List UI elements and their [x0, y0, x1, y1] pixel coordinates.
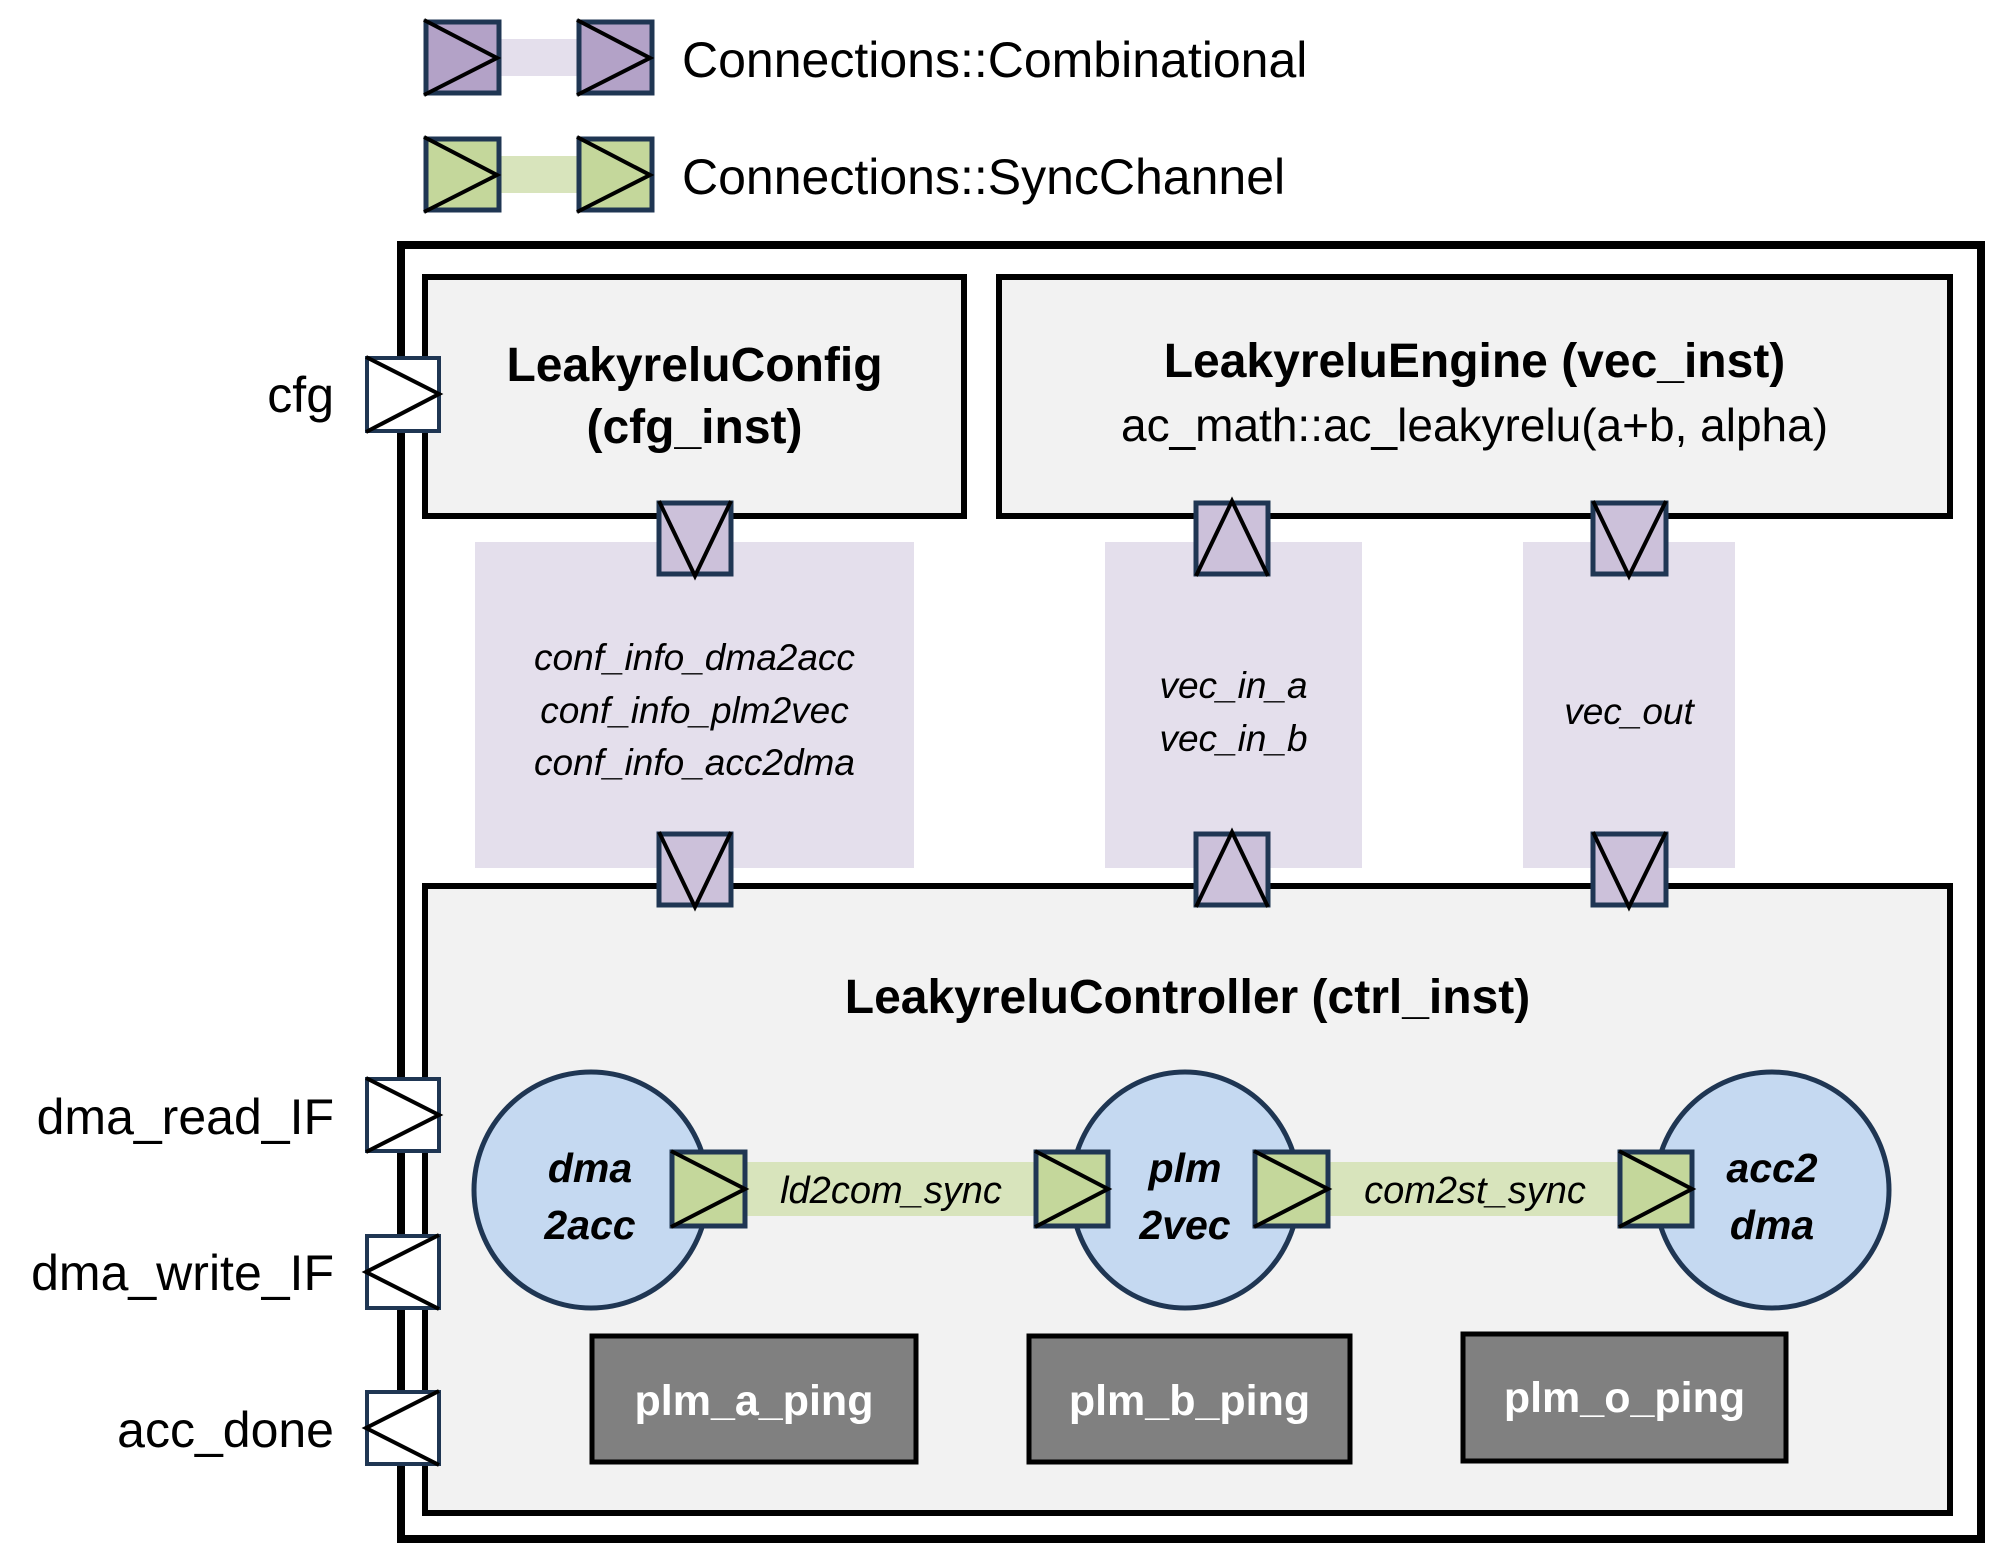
memory-plm-a-ping-label: plm_a_ping	[634, 1377, 874, 1425]
legend-sync	[423, 135, 655, 214]
config-channel-labels: conf_info_dma2acc conf_info_plm2vec conf…	[475, 632, 914, 790]
config-module-title-line1: LeakyreluConfig	[506, 339, 883, 392]
com2st-sync-channel[interactable]	[1329, 1162, 1621, 1216]
legend-combinational-channel	[500, 39, 577, 76]
memory-plm-b-ping[interactable]	[1026, 1333, 1353, 1465]
engine-module[interactable]	[996, 274, 1953, 519]
legend-combinational-label: Connections::Combinational	[682, 32, 1308, 88]
plm2vec-sync-out-port-icon	[1252, 1149, 1333, 1229]
legend-combinational	[423, 18, 655, 97]
channel-label: conf_info_acc2dma	[534, 742, 855, 784]
process-label-line: plm	[1148, 1145, 1222, 1191]
channel-label: vec_in_b	[1159, 717, 1308, 759]
config-module-title-line2: (cfg_inst)	[586, 401, 803, 455]
vec-out-channel[interactable]	[1523, 542, 1735, 868]
dma2acc-sync-out-port-icon	[669, 1149, 750, 1229]
config-module-title: LeakyreluConfig (cfg_inst)	[425, 335, 964, 460]
dma-write-if-port-label: dma_write_IF	[31, 1245, 334, 1301]
vec-out-channel-labels: vec_out	[1523, 686, 1735, 739]
dma-read-if-port-label: dma_read_IF	[36, 1089, 334, 1145]
legend-sync-port-icon	[423, 135, 502, 214]
memory-plm-o-ping[interactable]	[1460, 1331, 1789, 1464]
controller-vec-in-port-icon	[1193, 827, 1271, 908]
acc-done-port-icon[interactable]	[361, 1389, 441, 1467]
vec-in-channel-labels: vec_in_a vec_in_b	[1105, 660, 1362, 765]
cfg-port-icon[interactable]	[365, 355, 444, 434]
controller-config-in-port-icon	[656, 831, 734, 912]
process-label-line: 2acc	[544, 1202, 636, 1249]
process-acc2dma-label: acc2 dma	[1662, 1140, 1882, 1255]
config-out-port-icon	[656, 500, 734, 581]
engine-module-title-block: LeakyreluEngine (vec_inst) ac_math::ac_l…	[999, 335, 1950, 451]
engine-module-title: LeakyreluEngine (vec_inst)	[1163, 335, 1786, 388]
legend-combinational-port-icon	[423, 18, 502, 97]
memory-plm-o-ping-label: plm_o_ping	[1503, 1374, 1746, 1422]
engine-vec-in-port-icon	[1193, 496, 1271, 577]
memory-plm-a-ping[interactable]	[589, 1333, 919, 1465]
channel-label: vec_out	[1564, 691, 1694, 732]
legend	[423, 18, 655, 214]
channel-label: conf_info_plm2vec	[540, 689, 849, 731]
process-plm2vec-label: plm 2vec	[1075, 1140, 1295, 1255]
legend-sync-channel	[500, 156, 577, 193]
process-dma2acc-label: dma 2acc	[480, 1140, 700, 1255]
process-label-line: dma	[1729, 1202, 1815, 1249]
acc-done-port-label: acc_done	[117, 1402, 334, 1458]
process-label-line: 2vec	[1139, 1202, 1231, 1249]
engine-module-subtitle: ac_math::ac_leakyrelu(a+b, alpha)	[1120, 399, 1829, 451]
plm2vec-sync-in-port-icon	[1033, 1149, 1113, 1229]
channel-label: conf_info_dma2acc	[534, 637, 855, 678]
ld2com-sync-channel[interactable]	[746, 1162, 1036, 1216]
legend-combinational-port-icon	[576, 18, 655, 97]
ld2com-sync-label: ld2com_sync	[780, 1170, 1002, 1212]
channel-label: vec_in_a	[1159, 665, 1308, 706]
process-label-line: dma	[547, 1145, 633, 1191]
memory-plm-b-ping-label: plm_b_ping	[1068, 1377, 1311, 1425]
legend-sync-port-icon	[576, 135, 655, 214]
config-channel[interactable]	[475, 542, 914, 868]
controller-vec-out-port-icon	[1590, 831, 1669, 912]
engine-vec-out-port-icon	[1590, 500, 1669, 581]
config-module[interactable]	[422, 274, 967, 519]
cfg-port-label: cfg	[267, 367, 334, 423]
dma-write-if-port-icon[interactable]	[361, 1233, 441, 1311]
legend-sync-label: Connections::SyncChannel	[682, 149, 1286, 205]
dma-read-if-port-icon[interactable]	[365, 1076, 444, 1154]
vec-in-channel[interactable]	[1105, 542, 1362, 868]
com2st-sync-label: com2st_sync	[1364, 1170, 1586, 1212]
process-label-line: acc2	[1726, 1145, 1818, 1191]
acc2dma-sync-in-port-icon	[1617, 1149, 1697, 1229]
controller-module-title: LeakyreluController (ctrl_inst)	[844, 971, 1531, 1024]
